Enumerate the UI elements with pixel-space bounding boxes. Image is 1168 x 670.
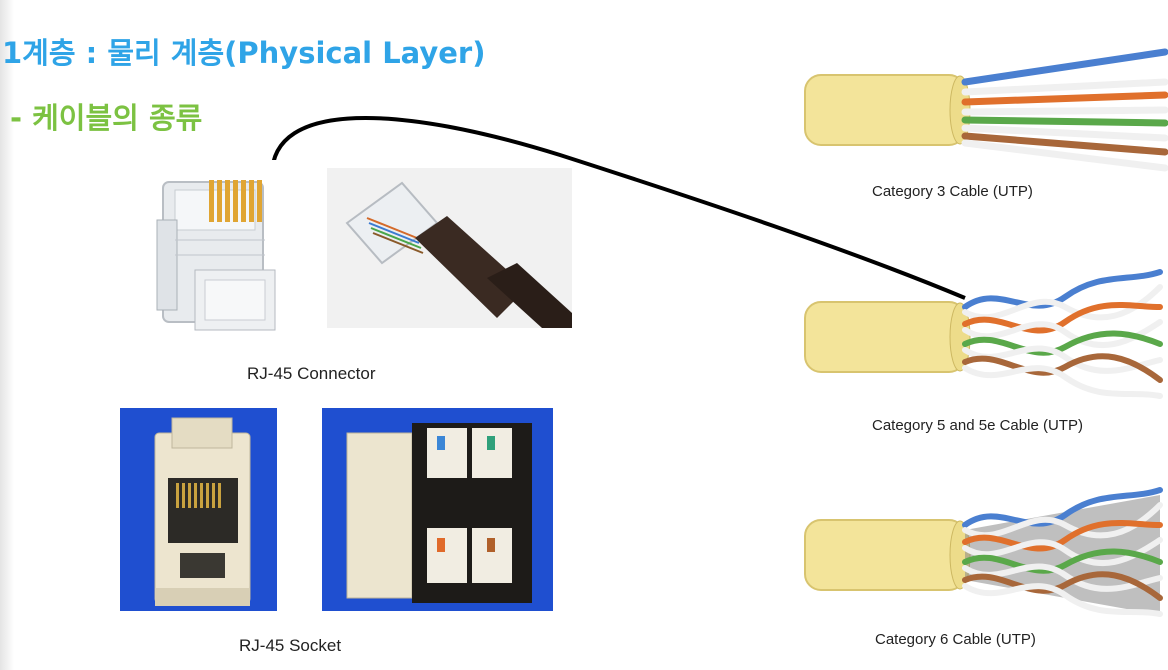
cat3-cable-image <box>804 48 1168 172</box>
slide-title: 1계층 : 물리 계층(Physical Layer) <box>2 36 486 70</box>
rj45-socket-back-image <box>322 408 553 611</box>
cat3-cable-caption: Category 3 Cable (UTP) <box>872 183 1033 200</box>
cat5-cable-image <box>804 269 1163 399</box>
cat6-cable-caption: Category 6 Cable (UTP) <box>875 631 1036 648</box>
rj45-connector-image <box>135 160 285 360</box>
rj45-patch-cable-image <box>327 168 572 328</box>
cat5-cable-caption: Category 5 and 5e Cable (UTP) <box>872 417 1083 434</box>
cat6-cable-image <box>804 487 1163 617</box>
rj45-socket-caption: RJ-45 Socket <box>239 636 342 655</box>
slide-left-shadow <box>0 0 14 670</box>
rj45-connector-caption: RJ-45 Connector <box>247 364 376 383</box>
slide-subtitle: - 케이블의 종류 <box>10 101 203 135</box>
rj45-socket-front-image <box>120 408 277 611</box>
